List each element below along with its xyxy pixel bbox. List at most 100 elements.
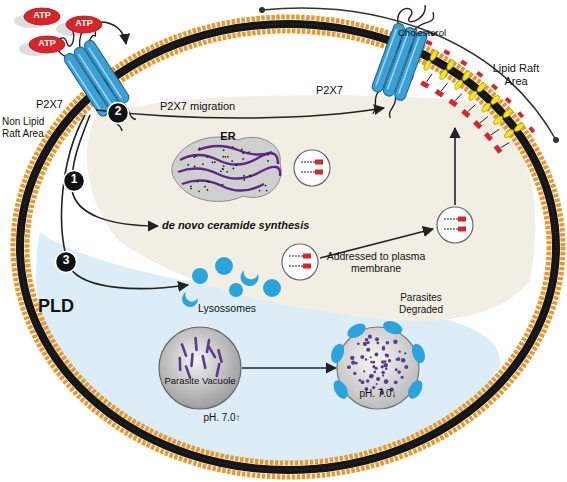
annotation-label: de novo ceramide synthesis xyxy=(162,219,312,232)
degraded-vacuole-outline xyxy=(385,367,388,370)
raft-lipids xyxy=(502,108,514,119)
degraded-vacuole-outline xyxy=(363,342,367,346)
er-organelle-outline xyxy=(226,171,228,173)
atp-molecule: ATP xyxy=(29,36,65,53)
parasite-vacuole: Parasite VacuolepH. 7.0↑ xyxy=(158,326,242,410)
degraded-vacuole-outline xyxy=(404,365,408,369)
atp-molecule: ATP xyxy=(66,16,102,33)
er-organelle-outline xyxy=(198,190,200,192)
degraded-vacuole-outline xyxy=(351,361,355,365)
er-organelle-outline xyxy=(232,146,234,148)
degraded-vacuole-outline xyxy=(381,319,404,337)
atp-molecule: ATP xyxy=(24,8,60,25)
degraded-vacuole-outline xyxy=(370,356,372,358)
er-organelle-outline xyxy=(265,185,267,187)
cream-zone xyxy=(87,95,535,321)
node-text: ATP xyxy=(29,38,65,48)
er-organelle-outline xyxy=(243,179,245,181)
raft-lipids xyxy=(441,83,447,91)
raft-lipids xyxy=(426,74,432,82)
raft-lipids xyxy=(420,80,429,88)
er-organelle-outline xyxy=(198,146,272,155)
er-organelle-outline xyxy=(207,180,209,182)
raft-lipids xyxy=(492,115,504,126)
degraded-vacuole-outline xyxy=(397,370,401,374)
raft-lipids xyxy=(425,40,432,46)
transport-vesicle xyxy=(282,244,318,280)
raft-lipids xyxy=(423,59,433,71)
raft-lipids xyxy=(405,40,535,154)
pathway-arrows xyxy=(100,22,126,44)
er-organelle-outline xyxy=(190,188,192,190)
lipid-raft-bracket xyxy=(553,137,559,143)
parasite-vacuole-outline xyxy=(178,358,181,370)
degraded-vacuole-outline xyxy=(366,348,370,352)
callout-number: 2 xyxy=(107,102,129,124)
degraded-vacuole-outline xyxy=(376,377,380,381)
degraded-vacuole-outline xyxy=(375,337,379,341)
atp-molecule-outline xyxy=(66,16,102,33)
er-organelle-outline xyxy=(212,162,214,164)
degraded-vacuole-outline xyxy=(399,350,401,352)
p2x7-receptor xyxy=(107,102,137,133)
er-organelle-outline xyxy=(242,152,244,154)
node-text: ATP xyxy=(24,10,60,20)
degraded-vacuole-outline xyxy=(376,342,379,345)
cell-membrane xyxy=(20,24,556,470)
degraded-vacuole-outline xyxy=(401,358,405,362)
annotation-label: PLD xyxy=(38,296,88,317)
parasite-vacuole-outline xyxy=(191,354,192,366)
degraded-vacuole-outline xyxy=(347,365,351,369)
callout-number-outline xyxy=(64,171,85,192)
er-organelle-outline xyxy=(243,175,245,177)
cell-membrane xyxy=(20,24,556,470)
er-organelle-outline xyxy=(214,161,216,163)
raft-lipids xyxy=(461,70,472,82)
annotation-label: Non Lipid Raft Area xyxy=(2,116,52,139)
parasite-vacuole-outline xyxy=(218,350,221,362)
er-organelle-outline xyxy=(222,168,224,170)
degraded-vacuole-outline xyxy=(369,374,373,378)
degraded-vacuole-outline xyxy=(380,365,383,368)
degraded-vacuole-outline xyxy=(381,360,384,363)
er-organelle-outline xyxy=(195,155,197,157)
er-organelle-outline xyxy=(231,160,233,162)
transport-vesicle xyxy=(458,227,466,232)
er-organelle-outline xyxy=(222,168,224,170)
raft-lipids xyxy=(460,60,467,67)
raft-lipids xyxy=(435,89,444,97)
raft-lipids xyxy=(461,109,470,118)
degraded-vacuole-outline xyxy=(405,378,425,401)
degraded-vacuole-outline xyxy=(401,376,404,379)
transport-vesicle xyxy=(301,172,315,173)
lipid-raft-bracket xyxy=(259,7,265,13)
er-organelle-outline xyxy=(248,151,250,153)
er-organelle-outline xyxy=(187,164,189,166)
er-organelle-outline xyxy=(236,164,238,166)
p2x7-receptor xyxy=(363,0,444,125)
p2x7-receptor xyxy=(399,37,420,93)
degraded-vacuole-outline xyxy=(394,380,398,384)
er-organelle-outline xyxy=(267,160,269,162)
er-organelle-outline xyxy=(232,168,234,170)
raft-lipids xyxy=(443,49,450,55)
er-organelle-outline xyxy=(207,189,209,191)
raft-lipids xyxy=(448,99,457,108)
degraded-vacuole-outline xyxy=(365,358,367,360)
degraded-vacuole-outline xyxy=(382,374,384,376)
transport-vesicle xyxy=(444,219,458,220)
transport-vesicle xyxy=(289,256,303,257)
lysosome-group xyxy=(229,283,243,297)
p2x7-receptor xyxy=(48,13,149,137)
node-text: pH. 7.0↑ xyxy=(192,412,252,424)
er-organelle-outline xyxy=(194,166,196,168)
degraded-vacuole-outline xyxy=(329,342,347,365)
lysosome-group xyxy=(192,268,208,284)
parasite-vacuole-outline xyxy=(158,326,242,410)
callout-number-outline xyxy=(108,103,129,124)
degraded-vacuole-outline xyxy=(397,357,401,361)
er-organelle-outline xyxy=(199,147,201,149)
pathway-arrows xyxy=(62,22,455,289)
transport-vesicle xyxy=(444,229,458,230)
